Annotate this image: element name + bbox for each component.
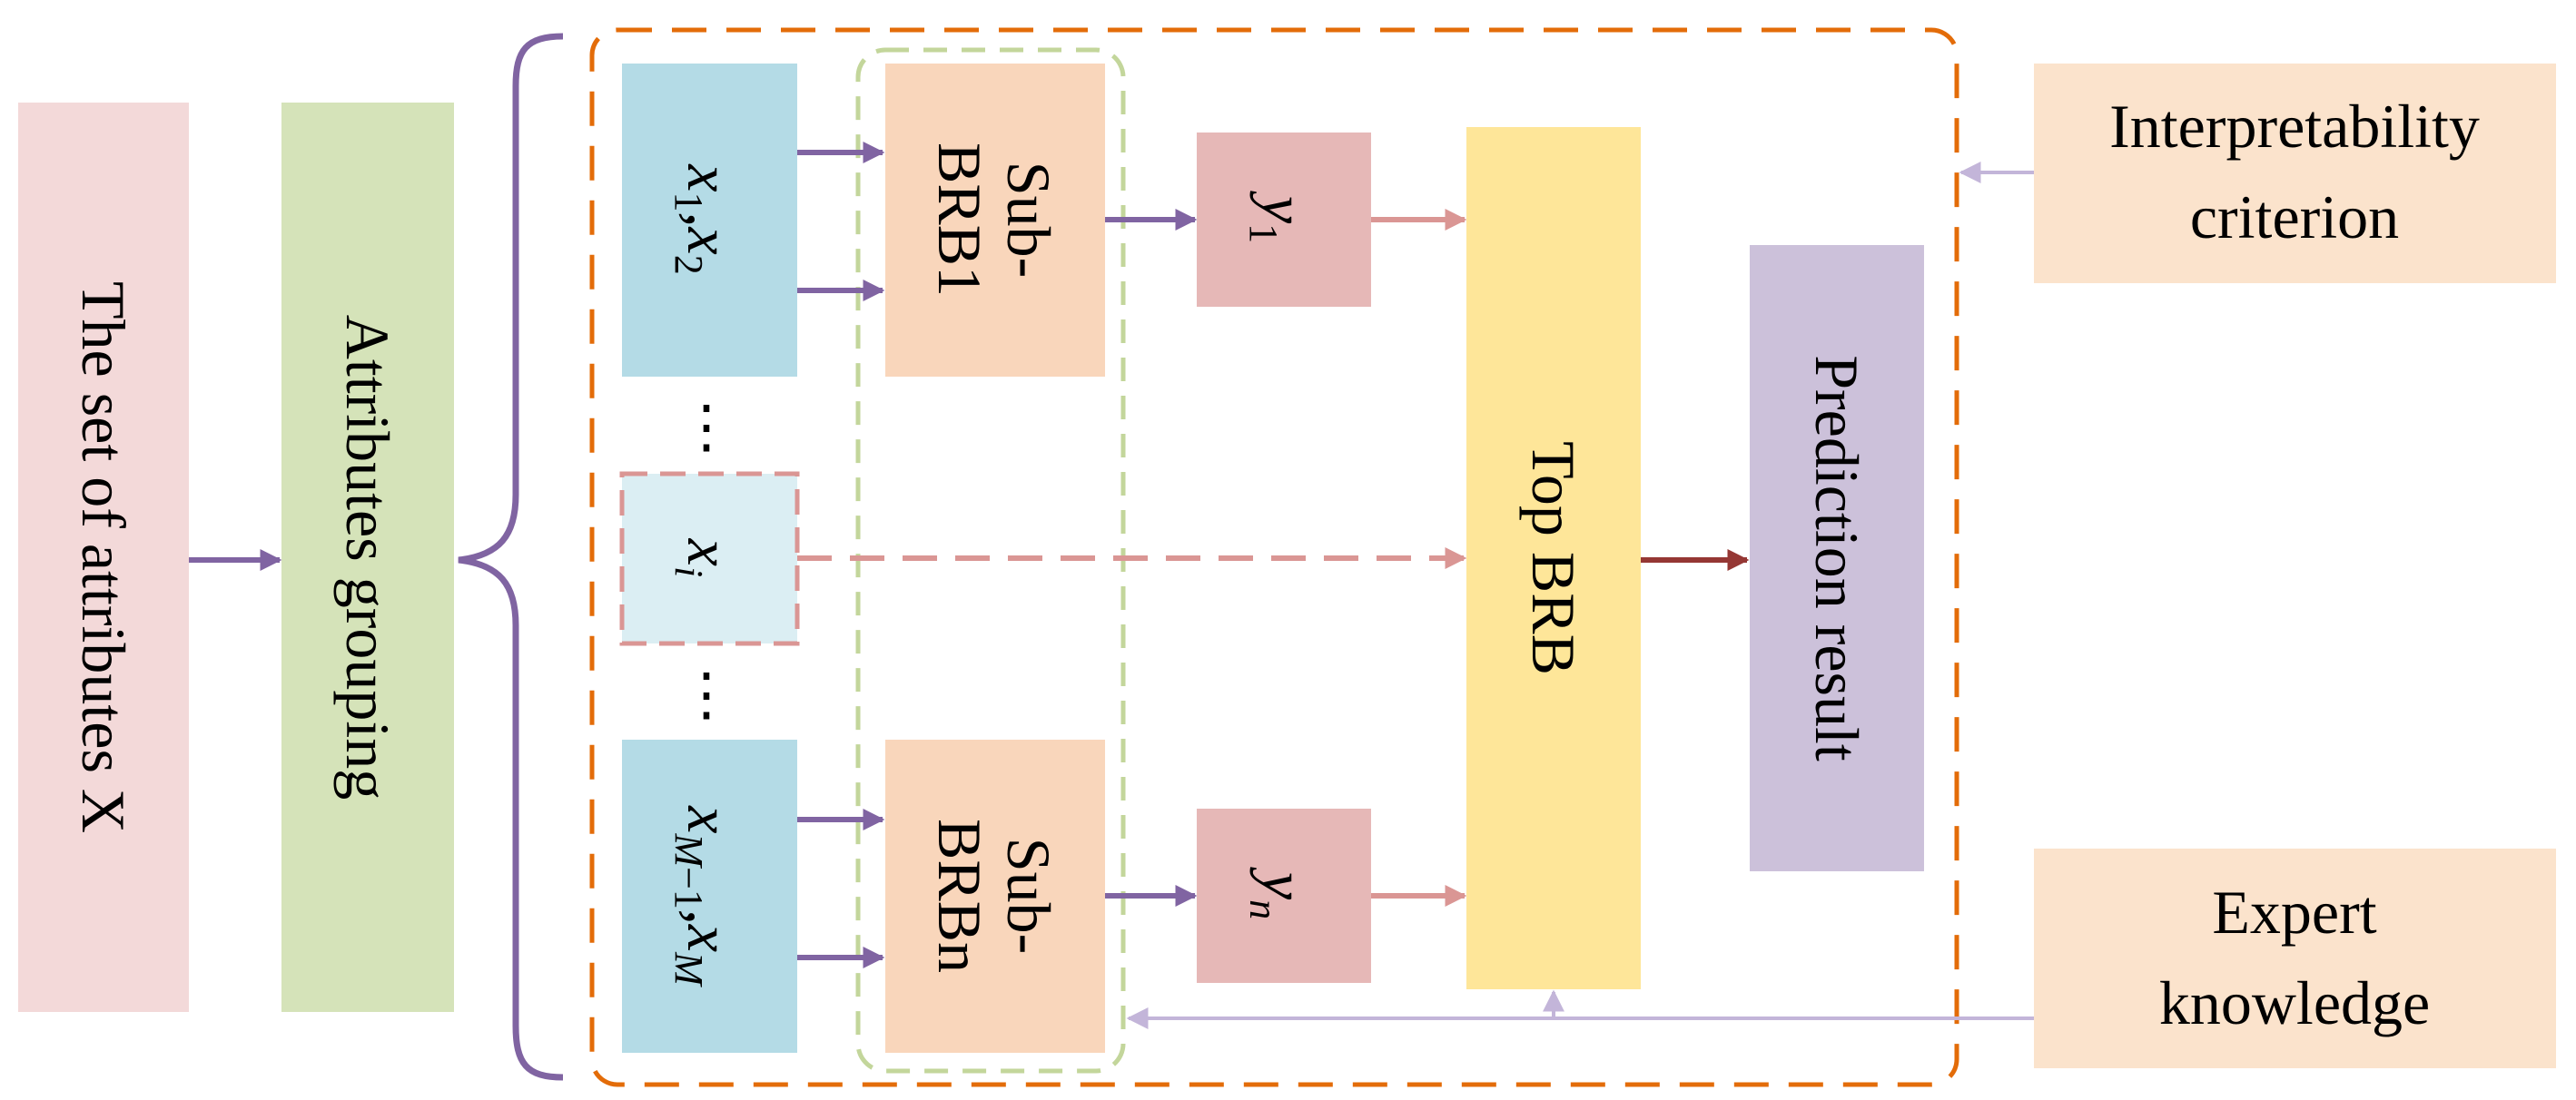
interpretability-box xyxy=(2034,64,2556,283)
sub-brb-1-box xyxy=(885,64,1105,377)
sub-brb-n-label: Sub-BRBn xyxy=(925,819,1063,973)
input-label-xm1-xm: xM−1,xM xyxy=(667,805,745,987)
input-box-x1-x2 xyxy=(622,64,797,377)
expert-knowledge-box xyxy=(2034,849,2556,1068)
grouping-brace xyxy=(458,33,564,1081)
input-label-xi: xi xyxy=(667,538,745,577)
input-box-xi xyxy=(619,471,800,646)
output-label-y1: y1 xyxy=(1242,191,1319,243)
input-box-xm1-xm xyxy=(622,740,797,1053)
output-box-y1 xyxy=(1197,133,1371,307)
prediction-label: Prediction result xyxy=(1802,355,1871,761)
output-box-yn xyxy=(1197,809,1371,983)
grouping-box xyxy=(281,103,454,1012)
attribute-set-box xyxy=(18,103,189,1012)
sub-brb-1-label: Sub-BRB1 xyxy=(925,142,1063,297)
grouping-label: Attributes grouping xyxy=(333,315,402,800)
ellipsis-upper: ⋮ xyxy=(677,395,735,459)
sub-brb-n-box xyxy=(885,740,1105,1053)
prediction-box xyxy=(1750,245,1924,871)
ellipsis-lower: ⋮ xyxy=(677,663,735,727)
top-brb-box xyxy=(1466,127,1641,989)
top-brb-label: Top BRB xyxy=(1519,441,1588,675)
output-label-yn: yn xyxy=(1242,867,1319,919)
attribute-set-label: The set of attributes X xyxy=(69,281,138,833)
input-label-x1-x2: x1,x2 xyxy=(667,163,745,274)
brb-system-boundary xyxy=(589,27,1959,1087)
